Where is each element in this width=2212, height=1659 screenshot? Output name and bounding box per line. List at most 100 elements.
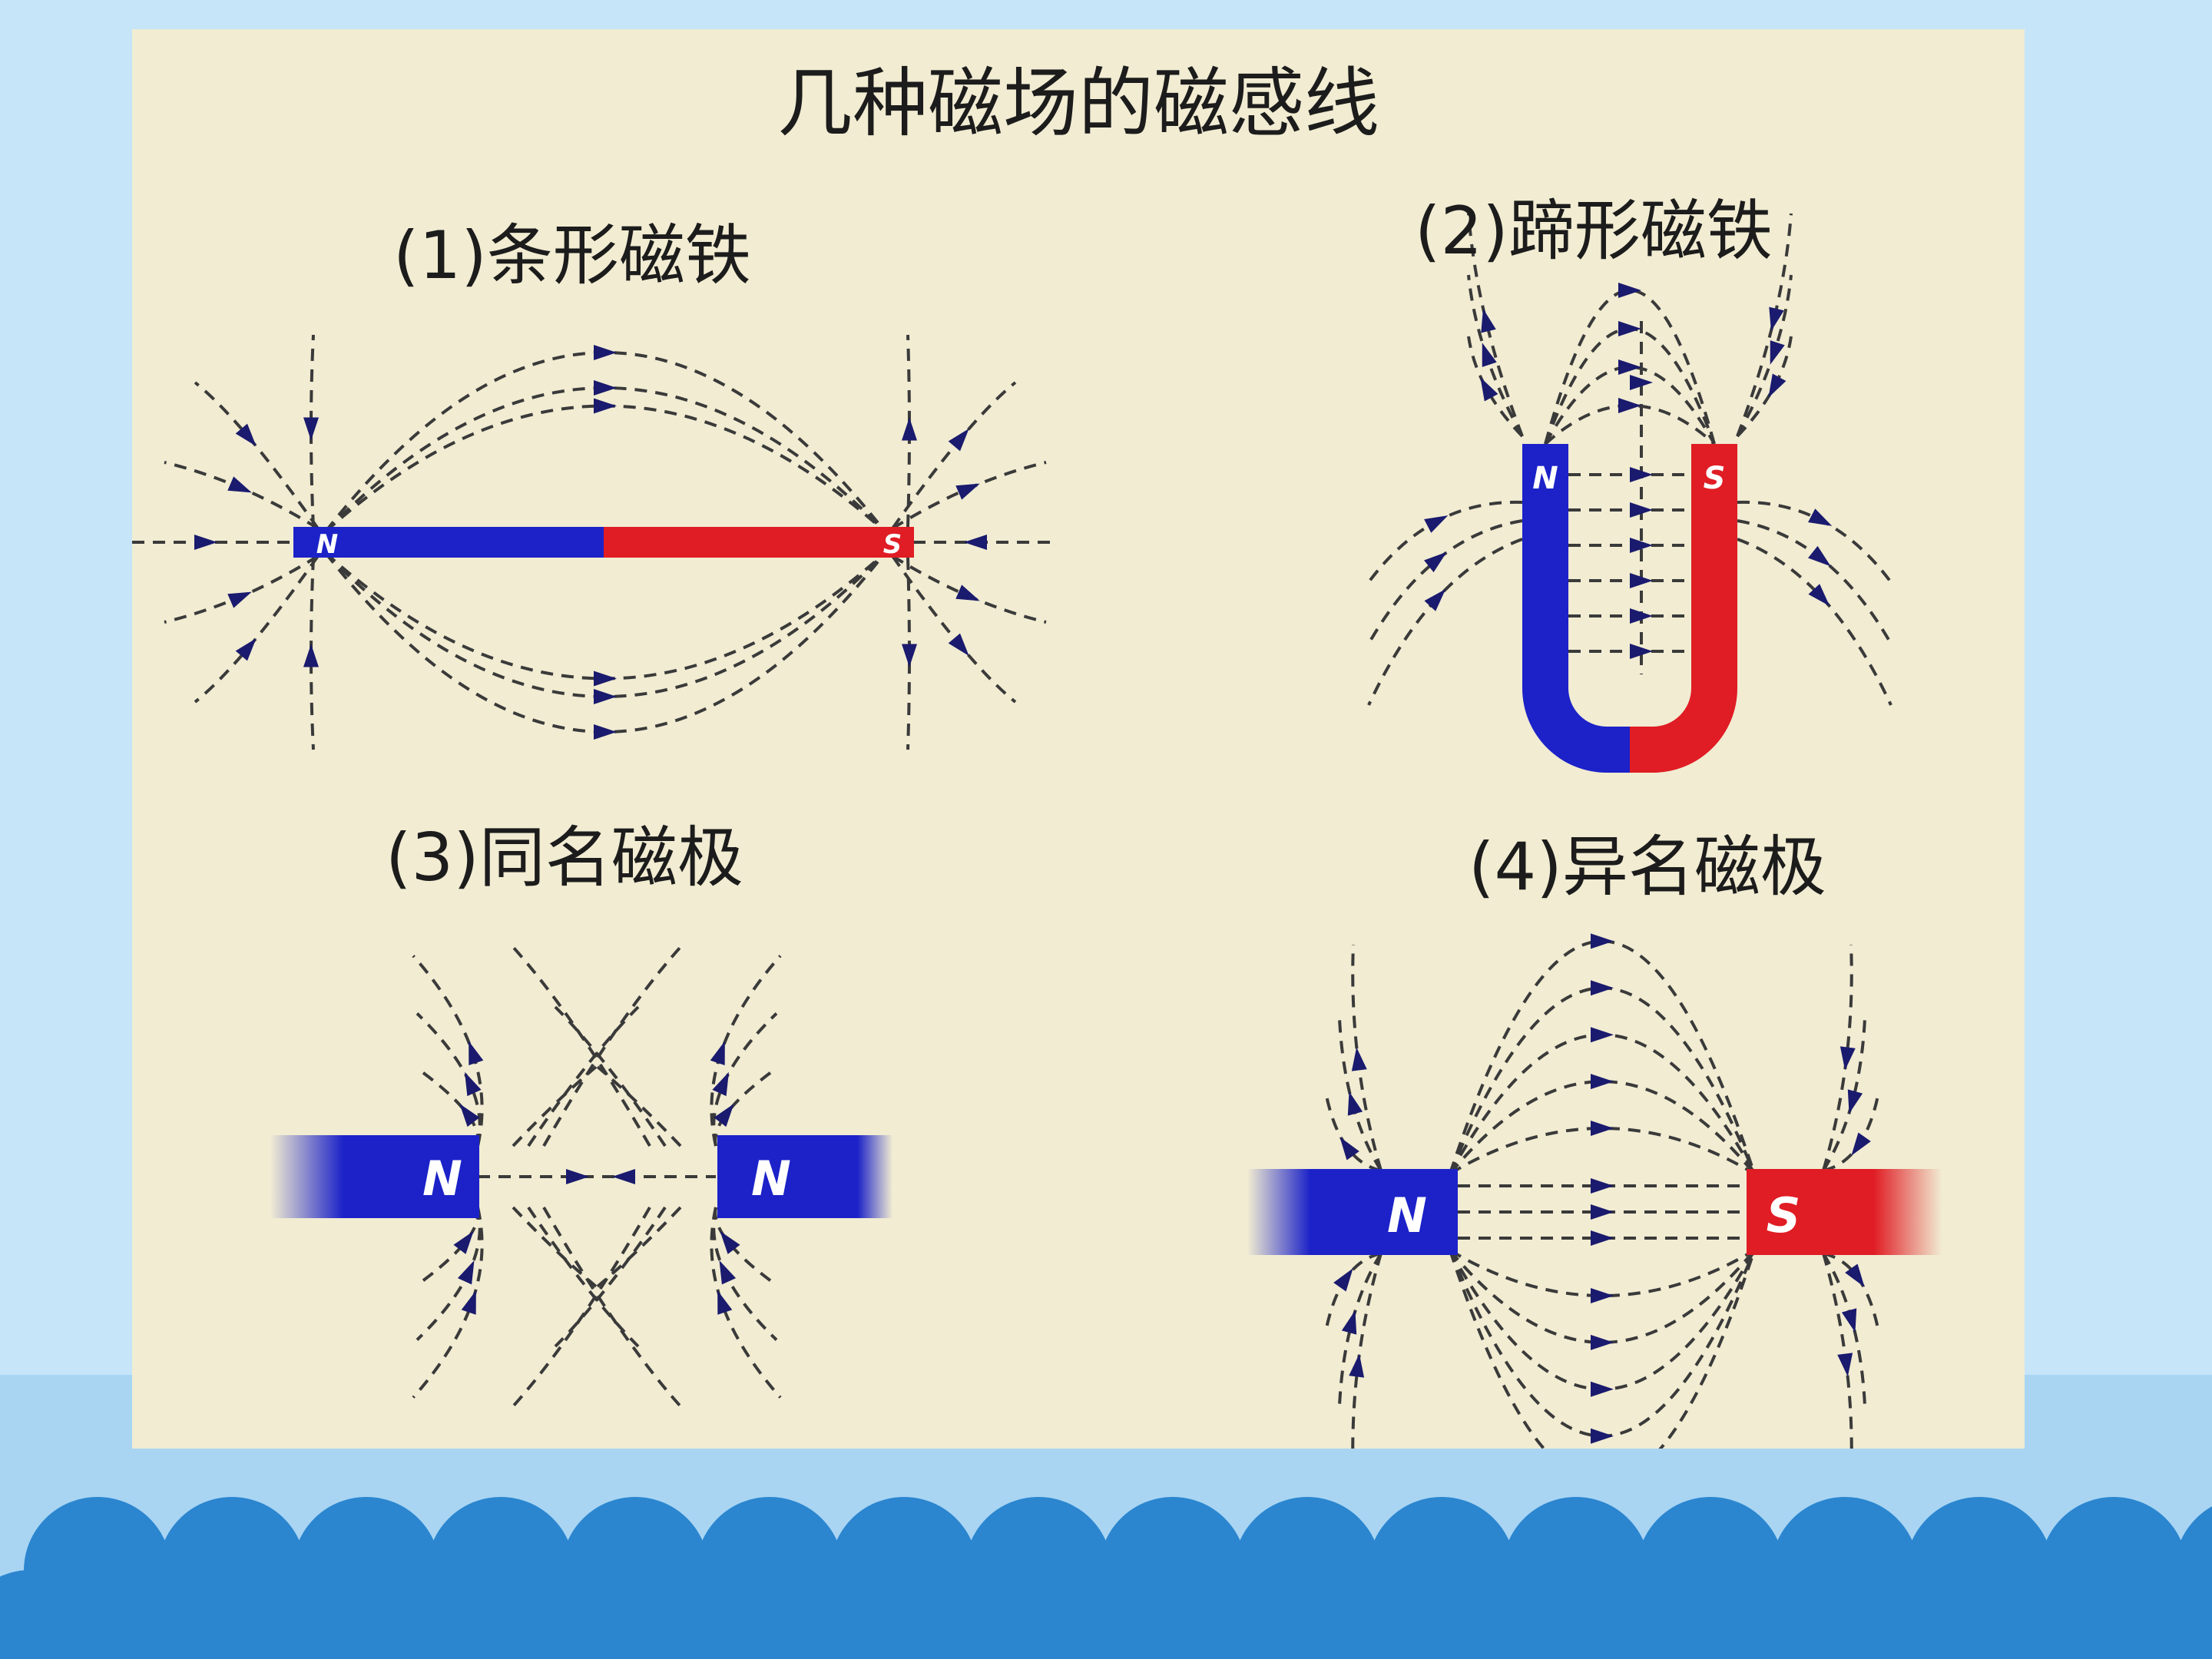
like-poles-left-magnet (270, 1135, 479, 1218)
field-arrow (1591, 1178, 1614, 1194)
field-arrow (1349, 1353, 1365, 1378)
wave-bump (1570, 1570, 1717, 1659)
field-arrow (461, 1290, 476, 1315)
field-arrow (1630, 467, 1653, 482)
field-line (1449, 1127, 1756, 1175)
field-arrow (1351, 1047, 1367, 1071)
field-line (891, 555, 1017, 704)
field-arrow (1591, 980, 1614, 996)
horseshoe-south-arm (1653, 444, 1737, 773)
horseshoe-north-label: N (1532, 461, 1558, 496)
field-arrow (1630, 608, 1653, 624)
field-line (164, 555, 320, 624)
field-arrow (469, 1041, 484, 1066)
field-arrow (1424, 551, 1447, 573)
field-arrow (1618, 321, 1641, 336)
wave-bump (226, 1570, 373, 1659)
field-arrow (1333, 1268, 1353, 1292)
field-arrow (1845, 1263, 1865, 1287)
field-line (1449, 1249, 1756, 1297)
field-arrow (594, 689, 617, 704)
field-arrow (1837, 1353, 1853, 1377)
field-line (1544, 404, 1716, 445)
field-arrow (1847, 1089, 1863, 1114)
field-arrow (1630, 502, 1653, 518)
field-line (710, 1207, 782, 1399)
field-arrow (1424, 515, 1449, 533)
field-arrow (303, 417, 319, 441)
field-arrow (1591, 933, 1614, 949)
field-arrow (955, 483, 980, 500)
field-arrow (1630, 375, 1653, 390)
field-line (412, 1207, 484, 1399)
field-line (891, 555, 1047, 624)
field-arrow (594, 671, 617, 687)
wave-bump (495, 1570, 642, 1659)
field-line (891, 461, 1047, 530)
field-arrow (1851, 1132, 1871, 1156)
field-arrow (1839, 1046, 1856, 1071)
field-arrow (712, 1071, 729, 1097)
field-line (164, 461, 320, 530)
main-title: 几种磁场的磁感线 (777, 60, 1379, 147)
field-arrow (714, 1104, 734, 1128)
field-arrow (948, 429, 969, 452)
field-arrow (1341, 1310, 1357, 1335)
field-arrow (235, 638, 257, 661)
field-arrow (1770, 340, 1785, 365)
field-line (1449, 939, 1756, 1174)
field-arrow (1591, 1074, 1614, 1090)
field-arrow (902, 417, 917, 441)
bar-magnet-south-half (604, 527, 914, 558)
field-arrow (1591, 1027, 1614, 1043)
wave-bump (1435, 1570, 1583, 1659)
field-line (310, 557, 315, 750)
field-arrow (1618, 283, 1641, 298)
caption-horseshoe-magnet: (2)蹄形磁铁 (1415, 193, 1773, 270)
field-arrow (902, 644, 917, 667)
field-line (542, 1207, 682, 1408)
wave-decoration (0, 1497, 2212, 1659)
field-arrow (1630, 573, 1653, 588)
field-line (1367, 500, 1523, 584)
field-arrow (1591, 1230, 1614, 1246)
field-arrow (303, 644, 319, 667)
horseshoe-south-label: S (1704, 461, 1726, 496)
field-line (527, 1005, 640, 1147)
field-line (1449, 1250, 1756, 1449)
field-arrow (1841, 1308, 1857, 1333)
field-arrow (465, 1071, 482, 1097)
unlike-poles-north-label: N (1387, 1187, 1427, 1243)
field-arrow (720, 1230, 740, 1254)
wave-bump (2108, 1570, 2212, 1659)
wave-bump (763, 1570, 911, 1659)
field-arrow (1480, 377, 1498, 402)
field-arrow (717, 1290, 733, 1315)
wave-bump (1301, 1570, 1449, 1659)
field-arrow (1481, 308, 1496, 333)
field-arrow (1424, 588, 1446, 611)
field-line (891, 381, 1017, 530)
wave-bump (1704, 1570, 1852, 1659)
bar-magnet-south-label: S (883, 529, 902, 560)
field-line (906, 334, 911, 528)
caption-bar-magnet: (1)条形磁铁 (393, 217, 751, 294)
wave-bump (91, 1570, 239, 1659)
field-arrow (459, 1104, 480, 1128)
field-arrow (1591, 1288, 1614, 1303)
field-line (1737, 519, 1892, 644)
field-line (324, 351, 886, 533)
field-line (194, 555, 320, 704)
field-arrow (1591, 1381, 1614, 1397)
field-line (512, 945, 651, 1147)
horseshoe-bottom-south (1630, 727, 1653, 773)
field-line (710, 955, 782, 1147)
caption-unlike-poles: (4)异名磁极 (1469, 829, 1826, 906)
field-line (324, 404, 886, 533)
wave-bump (0, 1570, 104, 1659)
caption-like-poles: (3)同名磁极 (386, 820, 743, 896)
field-line (324, 551, 886, 680)
field-arrow (612, 1169, 635, 1184)
like-poles-right-magnet (717, 1135, 892, 1218)
